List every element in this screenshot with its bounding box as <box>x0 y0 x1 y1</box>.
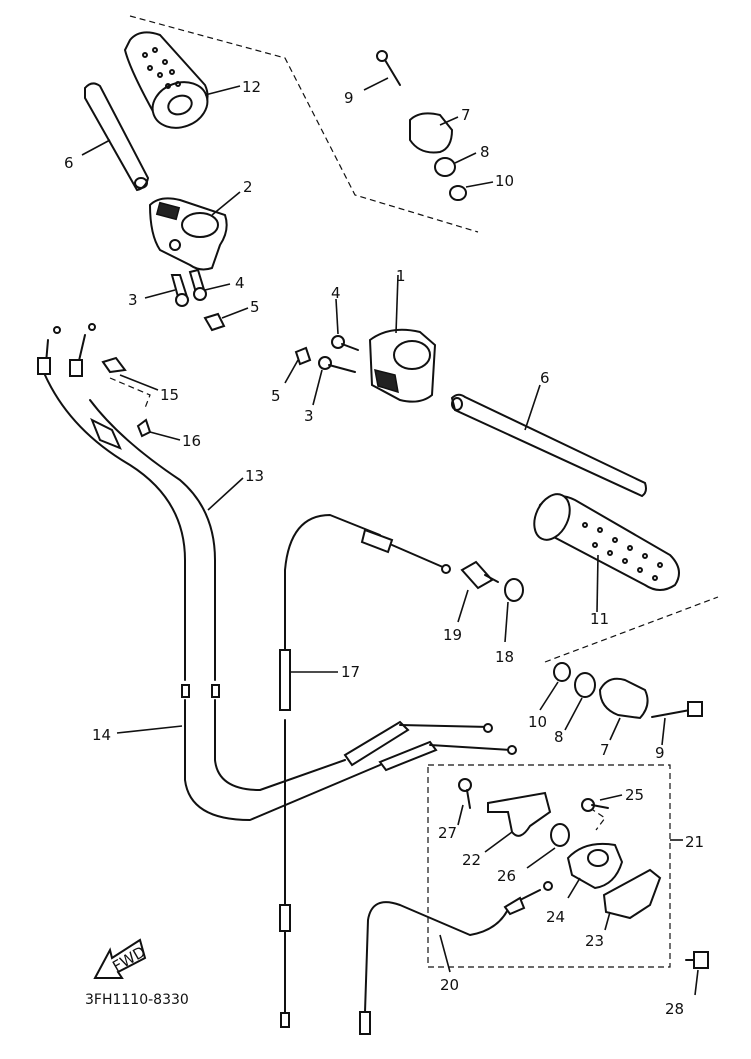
callout-7: 7 <box>461 106 471 124</box>
callout-6: 6 <box>64 154 74 172</box>
starter-cable-20 <box>359 881 553 1035</box>
grip-right <box>533 493 680 591</box>
screw-3-right <box>318 356 356 373</box>
weight-7-top <box>409 112 454 154</box>
group-outline-kit-21 <box>427 764 671 968</box>
housing-24 <box>566 842 624 890</box>
callout-24: 24 <box>546 908 565 926</box>
nut-10-right <box>553 662 571 682</box>
callout-28: 28 <box>665 1000 684 1018</box>
screw-3-left <box>170 274 190 307</box>
throttle-grip <box>123 31 209 129</box>
callout-15: 15 <box>160 386 179 404</box>
starter-cable-17 <box>279 514 451 1028</box>
callout-9: 9 <box>655 744 665 762</box>
group-outline-top <box>129 15 479 233</box>
cable-adjusters-right <box>343 720 517 772</box>
nut-5-right <box>294 346 312 366</box>
callout-10: 10 <box>528 713 547 731</box>
callout-16: 16 <box>182 432 201 450</box>
dash-15-16 <box>109 377 151 409</box>
handlebar-left <box>84 82 150 192</box>
grip-holder-right <box>368 328 437 403</box>
bolt-9-top <box>376 50 401 86</box>
callout-26: 26 <box>497 867 516 885</box>
callout-18: 18 <box>495 648 514 666</box>
callout-14: 14 <box>92 726 111 744</box>
bolt-9-right <box>651 701 703 718</box>
washer-26 <box>550 823 570 847</box>
collar-8-right <box>574 672 596 698</box>
adjuster-19 <box>460 560 499 590</box>
diagram-code: 3FH1110-8330 <box>85 992 189 1008</box>
throttle-cable-13 <box>89 399 346 791</box>
callout-labels: 12 6 2 3 4 5 9 7 8 10 1 4 5 3 6 15 16 13… <box>64 78 704 1018</box>
callout-11: 11 <box>590 610 609 628</box>
callout-4: 4 <box>331 284 341 302</box>
screw-27 <box>458 778 472 809</box>
callout-13: 13 <box>245 467 264 485</box>
callout-17: 17 <box>341 663 360 681</box>
callout-25: 25 <box>625 786 644 804</box>
callout-27: 27 <box>438 824 457 842</box>
callout-8: 8 <box>480 143 490 161</box>
callout-23: 23 <box>585 932 604 950</box>
screw-4-left <box>188 268 207 301</box>
callout-21: 21 <box>685 833 704 851</box>
weight-7-right <box>598 677 649 720</box>
callout-12: 12 <box>242 78 261 96</box>
screw-4-right <box>331 335 359 351</box>
cable-ends-top <box>37 323 122 450</box>
bracket-23 <box>602 868 662 920</box>
cable-break-14 <box>181 684 190 698</box>
group-outline-right <box>544 596 719 663</box>
callout-2: 2 <box>243 178 253 196</box>
callout-19: 19 <box>443 626 462 644</box>
cable-clip-16 <box>136 418 152 438</box>
callout-22: 22 <box>462 851 481 869</box>
throttle-holder <box>148 197 228 271</box>
fwd-arrow-icon: FWD <box>93 938 149 979</box>
collar-8-top <box>434 157 456 177</box>
callout-3: 3 <box>304 407 314 425</box>
callout-7: 7 <box>600 741 610 759</box>
screw-25 <box>581 798 609 812</box>
callout-8: 8 <box>554 728 564 746</box>
callout-3: 3 <box>128 291 138 309</box>
dash-25-24 <box>589 807 606 831</box>
callout-10: 10 <box>495 172 514 190</box>
lever-22 <box>487 791 552 837</box>
throttle-cable-14 <box>44 374 381 821</box>
callout-1: 1 <box>396 267 406 285</box>
callout-6: 6 <box>540 369 550 387</box>
callout-5: 5 <box>250 298 260 316</box>
cable-clip-15 <box>101 356 127 374</box>
callout-20: 20 <box>440 976 459 994</box>
callout-5: 5 <box>271 387 281 405</box>
callout-9: 9 <box>344 89 354 107</box>
nut-18 <box>504 578 524 602</box>
nut-5-left <box>203 312 226 332</box>
cable-break-13 <box>211 684 220 698</box>
handlebar-right <box>450 393 647 498</box>
leader-lines <box>81 77 699 996</box>
nut-10-top <box>449 185 467 201</box>
bolt-28 <box>685 951 709 969</box>
callout-4: 4 <box>235 274 245 292</box>
